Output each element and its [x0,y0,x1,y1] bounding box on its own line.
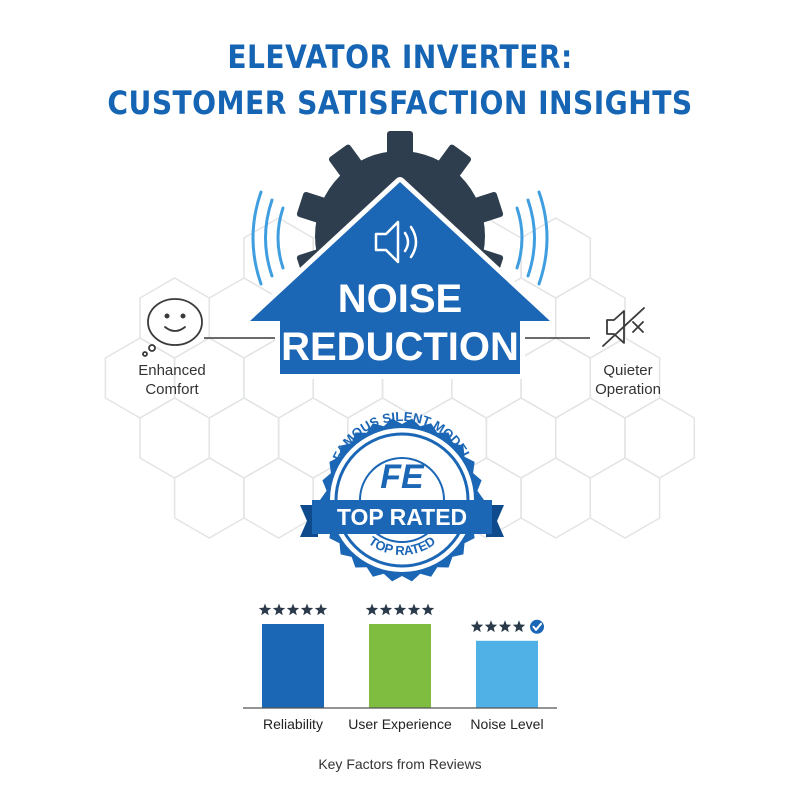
gear-tooth [471,191,504,224]
top-rated-badge: FAMOUS SILENT MODEL FE TOP RATED TOP RAT… [300,409,504,582]
hexagon-cell [554,397,626,479]
badge-ribbon [312,500,492,534]
quieter-operation-label: Quieter Operation [568,361,688,399]
hero-title-line-1: NOISE [338,277,462,321]
bar-reliability [262,624,324,708]
star-icon [300,603,314,616]
gear-tooth [387,131,413,157]
star-icon [484,620,498,633]
star-icon [365,603,379,616]
hero-title-line-2: REDUCTION [281,325,519,369]
bar-label-user-experience: User Experience [348,716,452,732]
star-icon [379,603,393,616]
quieter-operation-line-1: Quieter [603,362,653,379]
star-icon [286,603,300,616]
sound-wave-left-icon [251,190,285,286]
hexagon-cell [243,457,314,539]
hexagon-cell [520,457,592,539]
star-icon [512,620,526,633]
enhanced-comfort-line-1: Enhanced [138,362,206,379]
badge-ribbon-text: TOP RATED [337,504,467,530]
hexagon-cell [208,397,280,479]
star-icon [421,603,435,616]
hexagon-cell [485,397,557,479]
enhanced-comfort-label: Enhanced Comfort [112,361,232,399]
hexagon-cell [554,277,626,359]
verified-check-icon [530,619,544,634]
speaker-muted-icon [602,307,645,347]
house-shape [245,177,555,379]
star-icon [498,620,512,633]
bar-user-experience [369,624,431,708]
gear-tooth [437,144,472,179]
bar-noise-level [476,640,538,708]
smile-chat-icon [142,298,203,357]
page-title-line-1: ELEVATOR INVERTER: [227,38,573,76]
hexagon-cell [624,397,696,479]
star-icon [407,603,421,616]
chart-caption: Key Factors from Reviews [318,756,482,772]
star-icon [393,603,407,616]
quieter-operation-line-2: Operation [595,381,661,398]
badge-monogram: FE [380,458,425,496]
bar-chart [243,603,557,709]
page-title-line-2: CUSTOMER SATISFACTION INSIGHTS [107,84,693,122]
gear-tooth [328,144,363,179]
hexagon-cell [139,397,211,479]
star-icon [314,603,328,616]
star-icon [272,603,286,616]
speaker-sound-icon [374,220,418,264]
bar-label-noise-level: Noise Level [470,716,544,732]
bar-label-reliability: Reliability [263,716,323,732]
gear-tooth [296,191,329,224]
hexagon-cell [173,457,245,539]
star-icon [258,603,272,616]
sound-wave-right-icon [515,190,549,286]
enhanced-comfort-line-2: Comfort [145,381,199,398]
hexagon-cell [589,457,661,539]
star-icon [470,620,484,633]
